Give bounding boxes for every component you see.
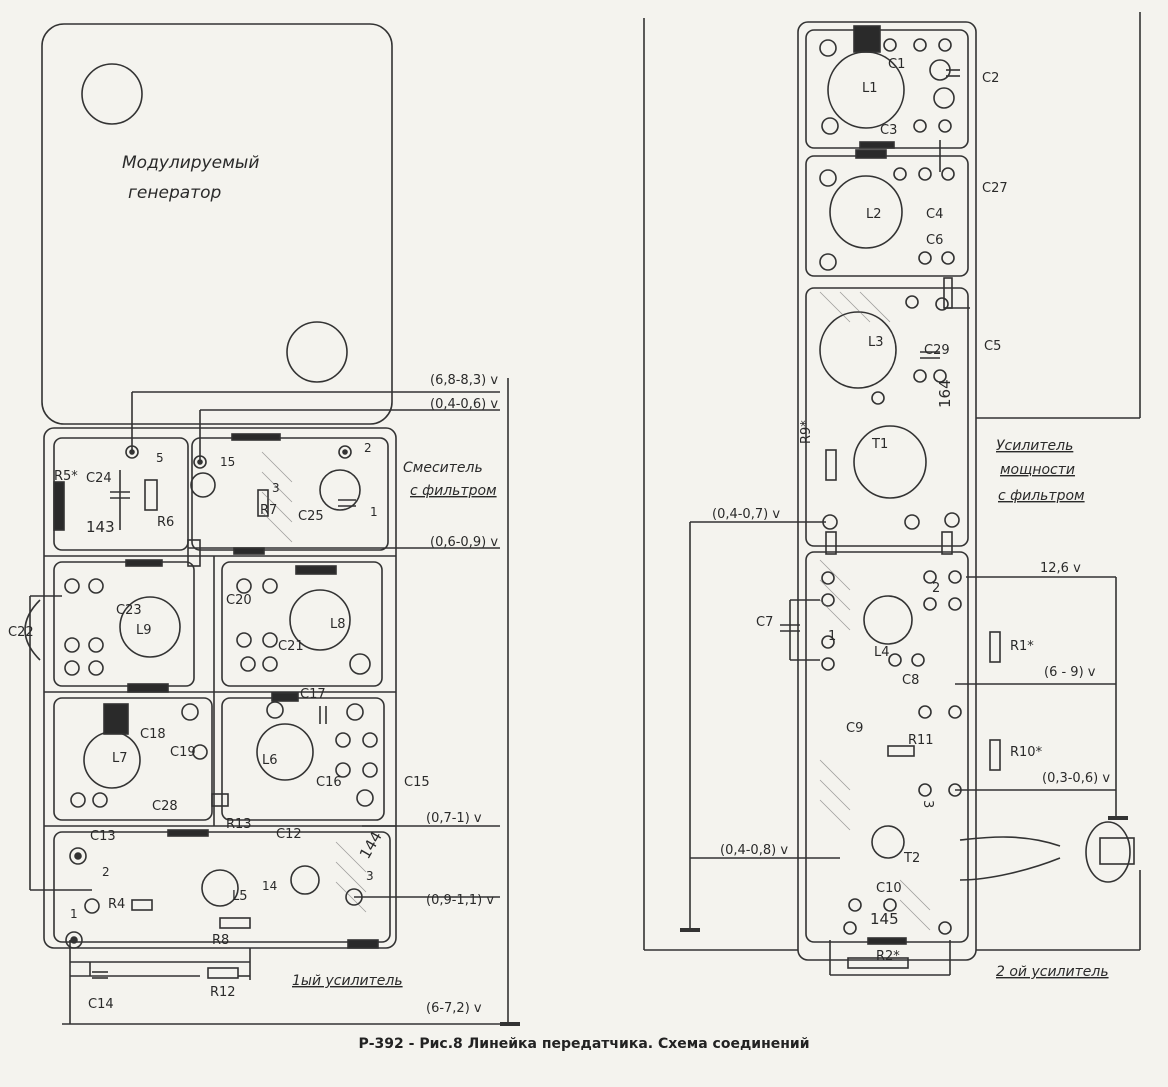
voltage-left-0: (6,8-8,3) v [430,373,498,388]
component-c8: C8 [902,673,919,688]
component-c4: C4 [926,207,943,222]
component-l3: L3 [868,335,884,350]
component-c16: C16 [316,775,342,790]
component-c12: C12 [276,827,302,842]
component-c29: C29 [924,343,950,358]
mixer-label-line1: Смеситель [403,460,483,476]
voltage-left-3: (0,7-1) v [426,811,482,826]
voltage-right-0: (0,4-0,7) v [712,507,780,522]
voltage-right-2: (6 - 9) v [1044,665,1096,680]
component-l9: L9 [136,623,152,638]
component-c3: C3 [880,123,897,138]
component-r2-star: R2* [876,949,900,964]
board-number-145: 145 [870,910,899,928]
component-l6: L6 [262,753,278,768]
board-number-164: 164 [936,379,954,408]
terminal-14-6: 14 [262,879,277,893]
voltage-right-4: (0,4-0,8) v [720,843,788,858]
component-l5: L5 [232,889,248,904]
component-r4: R4 [108,897,125,912]
component-r6: R6 [157,515,174,530]
voltage-right-3: (0,3-0,6) v [1042,771,1110,786]
generator-title-line2: генератор [128,183,221,203]
voltage-left-5: (6-7,2) v [426,1001,482,1016]
component-c14: C14 [88,997,114,1012]
component-r10-star: R10* [1010,745,1043,760]
component-l8: L8 [330,617,346,632]
terminal-1-4: 1 [370,505,378,519]
voltage-left-4: (0,9-1,1) v [426,893,494,908]
component-l7: L7 [112,751,128,766]
component-r13: R13 [226,817,252,832]
board-number-144: 144 [356,828,386,862]
component-r7: R7 [260,503,277,518]
terminal-2-2: 2 [364,441,372,455]
component-c15: C15 [404,775,430,790]
modulated-generator-cover [41,23,393,425]
terminal-5-0: 5 [156,451,164,465]
terminal-3-7: 3 [366,869,374,883]
amp2-label: 2 ой усилитель [996,964,1109,980]
component-l1: L1 [862,81,878,96]
terminal-15-1: 15 [220,455,235,469]
component-c7: C7 [756,615,773,630]
component-c27: C27 [982,181,1008,196]
terminal-right-3-2: 3 [920,800,935,808]
component-r8: R8 [212,933,229,948]
voltage-right-1: 12,6 v [1040,561,1081,576]
component-t2: T2 [903,851,920,866]
component-c23: C23 [116,603,142,618]
component-l4: L4 [874,645,890,660]
component-l2: L2 [866,207,882,222]
terminal-3-3: 3 [272,481,280,495]
component-r11: R11 [908,733,934,748]
component-c9: C9 [846,721,863,736]
left-board-outline [43,427,397,949]
component-c19: C19 [170,745,196,760]
generator-title-line1: Модулируемый [122,153,259,173]
terminal-right-1-1: 1 [828,629,836,644]
terminal-right-2-0: 2 [932,581,940,596]
component-c1: C1 [888,57,905,72]
terminal-2-5: 2 [102,865,110,879]
power-amp-label-line1: Усилитель [996,438,1073,454]
figure-caption: Р-392 - Рис.8 Линейка передатчика. Схема… [358,1036,810,1052]
component-r1-star: R1* [1010,639,1034,654]
component-c24: C24 [86,471,112,486]
power-amp-label-line3: с фильтром [998,488,1085,504]
component-r5-star: R5* [54,469,78,484]
component-c6: C6 [926,233,943,248]
component-c2: C2 [982,71,999,86]
component-c28: C28 [152,799,178,814]
board-number-143: 143 [86,518,115,536]
component-c18: C18 [140,727,166,742]
component-r9-star: R9* [799,420,814,444]
component-r12: R12 [210,985,236,1000]
component-c10: C10 [876,881,902,896]
voltage-left-1: (0,4-0,6) v [430,397,498,412]
right-board-outline [797,21,977,961]
amp1-label: 1ый усилитель [292,973,403,989]
component-c17: C17 [300,687,326,702]
terminal-1-8: 1 [70,907,78,921]
component-t1: T1 [871,437,888,452]
power-amp-label-line2: мощности [1000,462,1075,478]
component-c21: C21 [278,639,304,654]
mixer-label-line2: с фильтром [410,483,497,499]
component-c20: C20 [226,593,252,608]
voltage-left-2: (0,6-0,9) v [430,535,498,550]
component-c5: C5 [984,339,1001,354]
component-c25: C25 [298,509,324,524]
component-c13: C13 [90,829,116,844]
component-c22: C22 [8,625,34,640]
